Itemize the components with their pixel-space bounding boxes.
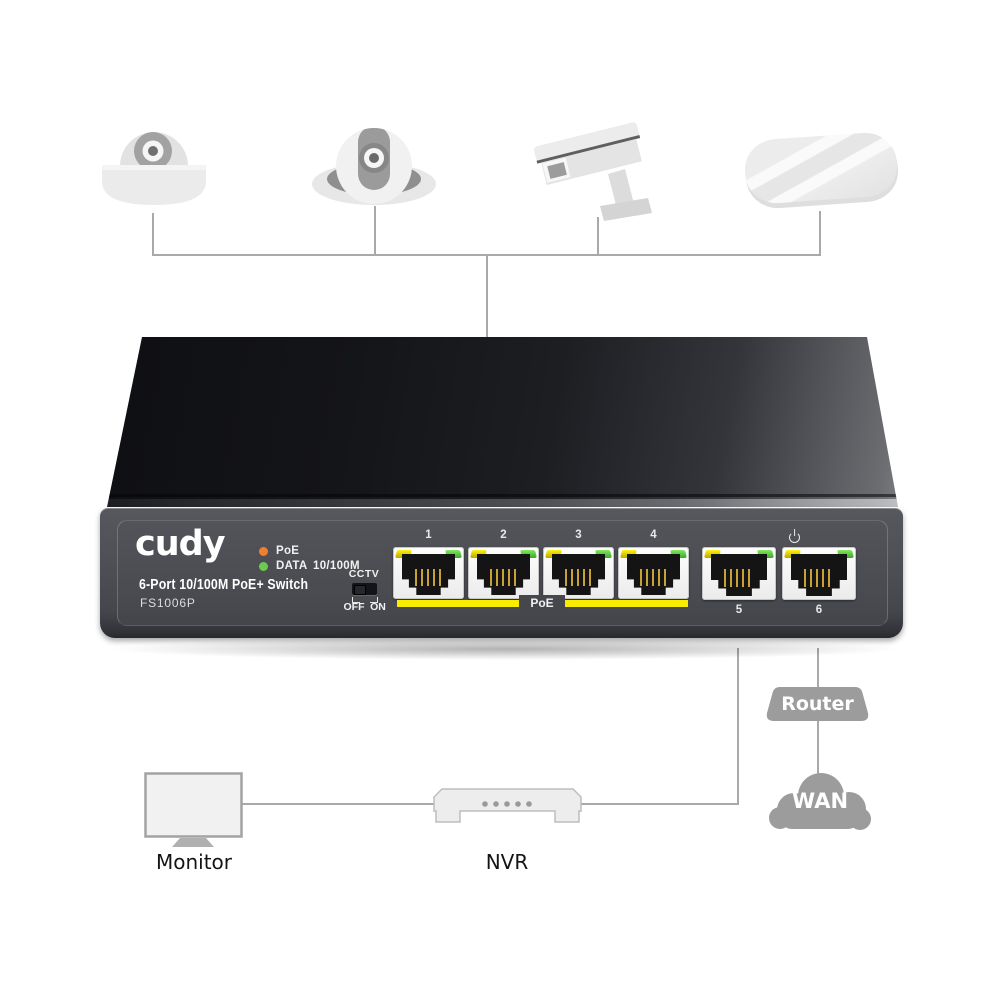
cctv-toggle-knob [354,585,366,595]
rj45-jack [402,554,455,595]
rj45-jack [627,554,680,595]
router-badge [766,687,869,721]
rj45-port-3[interactable] [543,547,614,599]
cctv-on-label: ON [370,601,386,613]
wan-label: WAN [791,789,849,813]
rj45-jack [791,554,847,596]
switch-top-cover [107,337,898,507]
data-led-speed: 10/100M [313,560,360,572]
wireless-access-point-icon [744,132,899,209]
port-number: 2 [500,529,507,541]
rj45-pins [414,568,443,586]
data-led-dot [259,562,268,571]
switch-shadow [105,638,905,660]
cudy-logo: cudy [135,524,226,564]
rj45-jack [477,554,530,595]
connection-line [374,206,376,256]
nvr-label: NVR [485,850,529,874]
rj45-pins [489,568,518,586]
rj45-port-2[interactable] [468,547,539,599]
rj45-pins [639,568,668,586]
data-led-label: DATA [276,560,308,572]
poe-led-label: PoE [276,545,300,557]
product-title: 6-Port 10/100M PoE+ Switch [139,577,309,593]
connection-line [817,720,819,784]
port-number: 6 [815,604,823,616]
connection-line [152,213,154,256]
port-number: 1 [425,529,432,541]
port-number: 3 [575,529,582,541]
bullet-cctv-camera-icon [534,122,652,221]
port-number: 4 [650,529,657,541]
wan-cloud [769,773,871,830]
rj45-port-1[interactable] [393,547,464,599]
connection-line [737,648,739,805]
connection-line [486,254,488,344]
model-number: FS1006P [140,596,196,610]
connection-line [817,648,819,688]
connection-line [819,211,821,256]
rj45-pins [724,569,754,587]
nvr-icon [433,788,582,823]
cctv-toggle[interactable] [352,583,377,595]
rj45-pins [564,568,593,586]
monitor-label: Monitor [155,850,233,874]
rj45-jack [711,554,767,596]
poe-group-label: PoE [519,595,565,611]
rj45-port-4[interactable] [618,547,689,599]
turret-dome-camera-icon [312,128,436,205]
port-number: 5 [735,604,743,616]
rj45-port-5[interactable] [702,547,776,600]
poe-led-dot [259,547,268,556]
dome-camera-icon [102,132,206,205]
power-icon [789,532,800,543]
rj45-pins [804,569,834,587]
router-label: Router [781,693,854,715]
toggle-position-mark [352,597,360,603]
monitor-icon [144,772,243,847]
rj45-jack [552,554,605,595]
rj45-port-6[interactable] [782,547,856,600]
toggle-position-mark [370,597,378,603]
connection-line [597,217,599,256]
cctv-off-label: OFF [343,601,365,613]
cctv-toggle-label: CCTV [348,568,380,580]
